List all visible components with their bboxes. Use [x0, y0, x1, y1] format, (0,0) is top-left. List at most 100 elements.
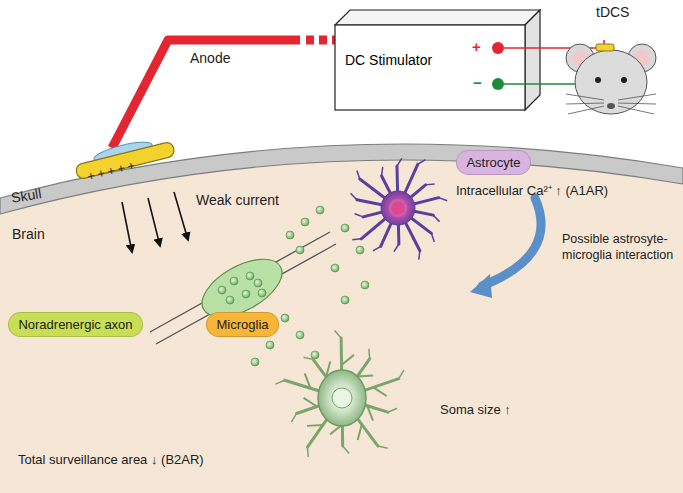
illustration-part	[275, 380, 284, 384]
illustration-part	[281, 314, 289, 322]
effect-label: Total surveillance area ↓ (B2AR)	[18, 452, 204, 468]
illustration-part	[304, 398, 317, 407]
illustration-part	[621, 77, 627, 83]
illustration-part	[266, 341, 274, 349]
illustration-part	[378, 446, 388, 448]
illustration-part	[296, 246, 304, 254]
illustration-part	[335, 330, 342, 338]
illustration-part	[357, 170, 360, 179]
label-pill: Astrocyte	[456, 150, 531, 175]
illustration-part	[332, 388, 352, 408]
illustration-part	[433, 215, 439, 221]
current-arrows	[122, 192, 188, 252]
illustration-part	[361, 281, 369, 289]
illustration-part	[258, 289, 266, 297]
negative-terminal	[492, 78, 504, 90]
illustration-part	[251, 206, 369, 366]
illustration-part	[426, 183, 435, 185]
illustration-part	[301, 218, 309, 226]
illustration-part	[419, 251, 420, 260]
illustration-part	[335, 25, 525, 110]
illustration-part	[335, 10, 540, 25]
illustration-part	[357, 375, 373, 378]
illustration-part	[341, 296, 349, 304]
illustration-part	[397, 158, 402, 166]
illustration-part	[331, 264, 339, 272]
node-text: Noradrenergic axon	[18, 317, 132, 332]
node-text: DC Stimulator	[345, 52, 432, 68]
illustration-part	[368, 349, 370, 359]
illustration-part	[352, 238, 361, 240]
effect-label: Soma size ↑	[440, 402, 511, 418]
illustration-part	[381, 191, 415, 225]
interaction-arrow	[482, 198, 541, 286]
illustration-part	[356, 246, 364, 254]
node-text: Astrocyte	[466, 155, 520, 170]
illustration-part	[341, 224, 349, 232]
astrocyte	[351, 158, 448, 259]
effect-label: Intracellular Ca²⁺ ↑ (A1AR)	[456, 183, 608, 199]
brain-region	[0, 160, 683, 493]
positive-terminal	[492, 42, 504, 54]
illustration-part	[418, 160, 426, 165]
illustration-part	[122, 202, 132, 252]
illustration-part	[439, 198, 447, 201]
illustration-part	[373, 387, 386, 396]
illustration-part	[218, 272, 266, 304]
illustration-part	[226, 296, 234, 304]
illustration-part	[358, 424, 362, 439]
illustration-part	[305, 373, 311, 388]
illustration-part	[391, 201, 405, 215]
label-pill: Noradrenergic axon	[8, 312, 143, 337]
illustration-part	[246, 272, 254, 280]
illustration-part	[525, 10, 540, 110]
illustration-part	[373, 246, 381, 251]
mouse	[566, 44, 656, 114]
illustration-part	[596, 44, 614, 51]
illustration-part	[355, 214, 363, 217]
illustration-part	[316, 206, 324, 214]
illustration-part	[318, 370, 366, 426]
illustration-part	[575, 50, 647, 114]
illustration-part	[399, 370, 404, 379]
illustration-part	[307, 447, 309, 457]
illustration-part	[174, 192, 188, 240]
stimulator-box-label: DC Stimulator	[345, 52, 432, 68]
note-label: Possible astrosyte-microglia interaction	[562, 232, 678, 263]
region-label: Brain	[12, 226, 45, 244]
illustration-part	[394, 244, 399, 252]
axon	[150, 232, 336, 344]
illustration-part	[242, 290, 250, 298]
illustration-part	[254, 279, 262, 287]
stimulator-box	[335, 10, 540, 110]
illustration-part	[148, 198, 160, 246]
illustration-part	[291, 413, 296, 422]
illustration-part	[566, 94, 656, 114]
interaction-arrowhead	[470, 274, 492, 298]
illustration-part	[431, 233, 434, 242]
current-label: Weak current	[196, 192, 279, 210]
electrode-label: Anode	[190, 50, 230, 68]
green-lead	[504, 83, 578, 85]
illustration-part	[218, 286, 226, 294]
illustration-part	[388, 408, 397, 412]
method-label: tDCS	[596, 4, 629, 22]
illustration-part	[595, 77, 601, 83]
illustration-part	[607, 103, 615, 109]
illustration-part	[351, 193, 357, 199]
illustration-part	[367, 406, 373, 421]
illustration-part	[150, 232, 336, 344]
illustration-part	[343, 446, 350, 454]
label-pill: Microglia	[206, 312, 279, 337]
anode-wire	[112, 40, 300, 148]
illustration-part	[307, 424, 323, 427]
node-text: Microglia	[216, 317, 268, 332]
illustration-part	[303, 357, 313, 359]
illustration-part	[296, 331, 304, 339]
illustration-part	[251, 358, 259, 366]
illustration-part	[311, 351, 319, 359]
illustration-part	[230, 277, 238, 285]
terminal-sign: −	[473, 74, 482, 93]
